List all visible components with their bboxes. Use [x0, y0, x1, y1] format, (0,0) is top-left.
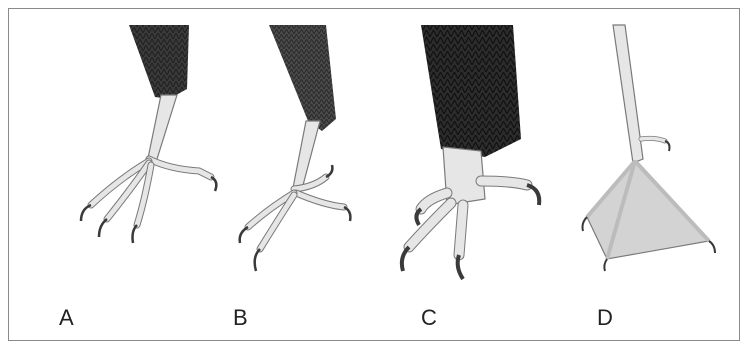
panel-label-a: A [59, 305, 74, 331]
panel-label-c: C [421, 305, 437, 331]
foot-d-illustration [569, 9, 739, 299]
image-frame: A B C D [8, 8, 740, 341]
panel-label-d: D [597, 305, 613, 331]
panel-label-b: B [233, 305, 248, 331]
foot-b-illustration [214, 9, 384, 299]
foot-a-illustration [59, 9, 229, 299]
foot-c-illustration [381, 9, 551, 299]
